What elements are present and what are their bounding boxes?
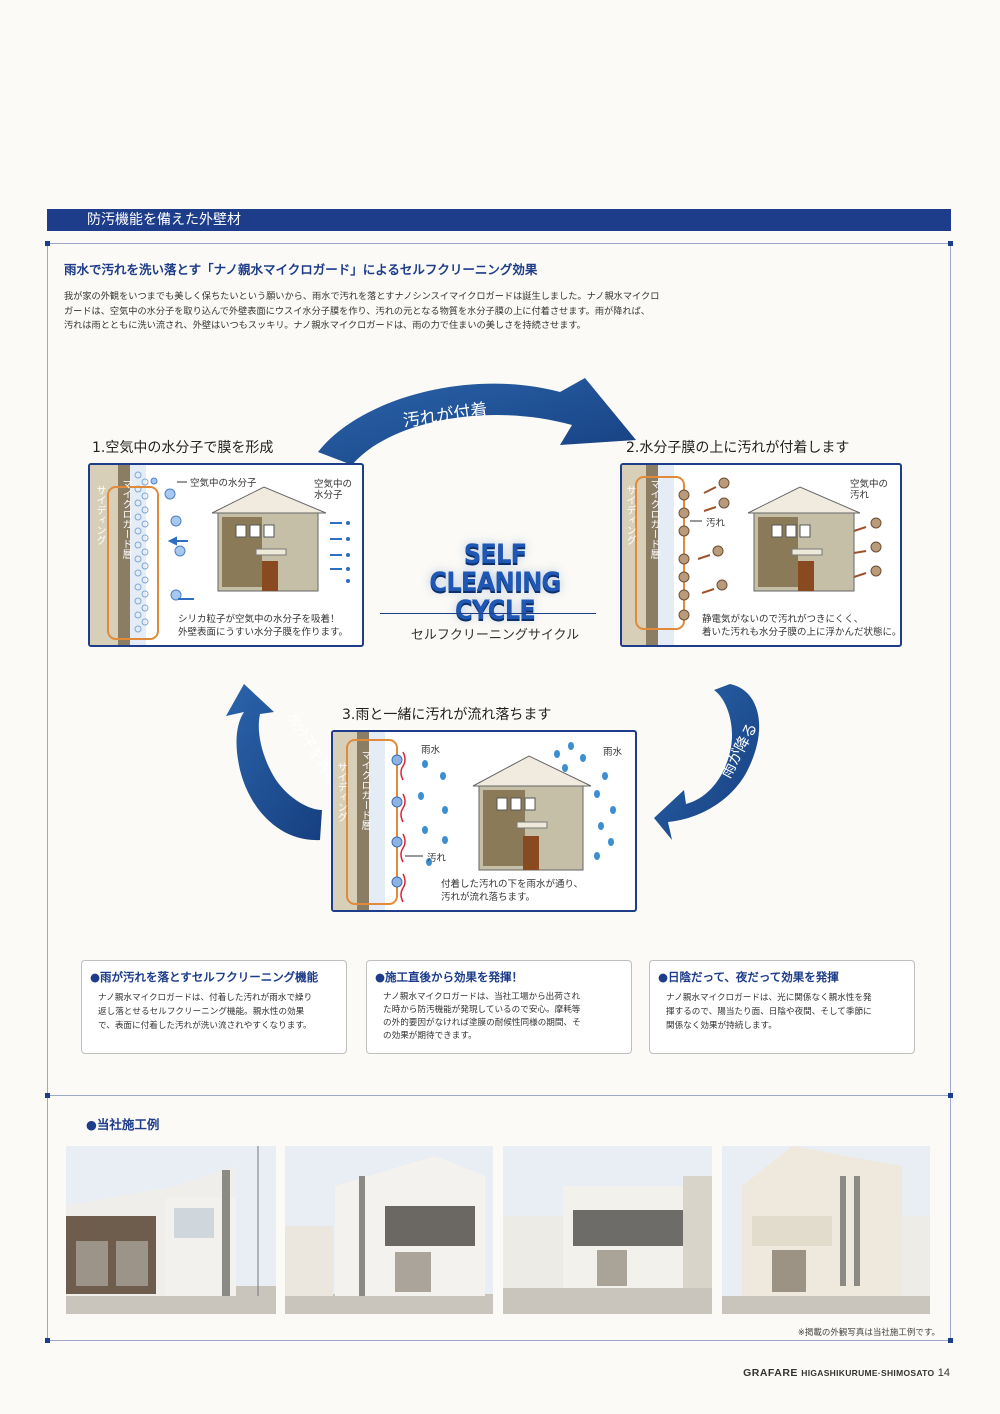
self-cleaning-title-line1: SELF CLEANING xyxy=(429,539,561,598)
step-3-callout-right: 雨水 xyxy=(603,747,623,758)
step-2-illustration xyxy=(622,465,882,645)
frame-corner xyxy=(948,241,953,246)
step-3-illustration xyxy=(333,732,616,910)
feature-3-line: 関係なく効果が持続します。 xyxy=(666,1021,777,1031)
feature-box-1: ●雨が汚れを落とすセルフクリーニング機能 ナノ親水マイクロガードは、付着した汚れ… xyxy=(81,960,347,1054)
feature-1-line: 返し落とせるセルフクリーニング機能。親水性の効果 xyxy=(98,1007,305,1017)
page-number: 14 xyxy=(937,1367,950,1379)
feature-3-title: ●日陰だって、夜だって効果を発揮 xyxy=(658,970,839,984)
frame-corner xyxy=(948,1093,953,1098)
step-1-panel: サイディング マイクロガード層 空気中の水分子 空気中の 水分子 シリカ粒子が空… xyxy=(88,463,364,647)
step-3-siding-label: サイディング xyxy=(335,762,346,822)
frame-corner xyxy=(948,1338,953,1343)
footer-location: HIGASHIKURUME·SHIMOSATO xyxy=(801,1368,935,1378)
step-1-note-line: シリカ粒子が空気中の水分子を吸着！ xyxy=(178,614,340,625)
feature-3-line: 揮するので、陽当たり面、日陰や夜間、そして季節に xyxy=(666,1007,872,1017)
step-2-layer-label: マイクロガード層 xyxy=(648,479,659,559)
section-title-bar: 防汚機能を備えた外壁材 xyxy=(47,209,951,231)
step-2-title: 2.水分子膜の上に汚れが付着します xyxy=(626,440,850,456)
feature-1-line: ナノ親水マイクロガードは、付着した汚れが雨水で繰り xyxy=(98,993,313,1003)
feature-3-line: ナノ親水マイクロガードは、光に関係なく親水性を発 xyxy=(666,993,872,1003)
feature-2-line: ナノ親水マイクロガードは、当社工場から出荷され xyxy=(383,992,581,1002)
step-1-title: 1.空気中の水分子で膜を形成 xyxy=(92,440,274,456)
example-photo-1 xyxy=(66,1146,276,1314)
feature-2-line: た時から防汚機能が発現しているので安心。摩耗等 xyxy=(383,1005,581,1015)
step-1-layer-label: マイクロガード層 xyxy=(120,479,131,559)
step-1-callout-right-line: 水分子 xyxy=(314,490,343,501)
step-1-note: シリカ粒子が空気中の水分子を吸着！ 外壁表面にうすい水分子膜を作ります。 xyxy=(178,613,348,639)
step-1-note-line: 外壁表面にうすい水分子膜を作ります。 xyxy=(178,627,349,638)
arrow-right xyxy=(654,684,760,840)
example-photo-4 xyxy=(722,1146,930,1314)
self-cleaning-subtitle: セルフクリーニングサイクル xyxy=(410,628,580,643)
feature-1-title: ●雨が汚れを落とすセルフクリーニング機能 xyxy=(90,970,319,984)
feature-1-line: で、表面に付着した汚れが洗い流されやすくなります。 xyxy=(98,1021,312,1031)
footer: GRAFARE HIGASHIKURUME·SHIMOSATO 14 xyxy=(743,1367,950,1379)
feature-2-title: ●施工直後から効果を発揮！ xyxy=(375,970,524,984)
intro-line: 我が家の外観をいつまでも美しく保ちたいという願いから、雨水で汚れを落とすナノシン… xyxy=(64,291,660,302)
example-photo-3 xyxy=(503,1146,712,1314)
step-3-callout-dirt: 汚れ xyxy=(427,853,447,864)
examples-title: ●当社施工例 xyxy=(86,1117,160,1132)
frame-left-line-2 xyxy=(47,1095,48,1341)
feature-2-text: ナノ親水マイクロガードは、当社工場から出荷され た時から防汚機能が発現しているの… xyxy=(375,991,623,1043)
frame-corner xyxy=(45,1093,50,1098)
frame-top-line xyxy=(47,243,951,244)
step-2-callout-left: 汚れ xyxy=(706,518,726,529)
feature-box-2: ●施工直後から効果を発揮！ ナノ親水マイクロガードは、当社工場から出荷され た時… xyxy=(366,960,632,1054)
feature-3-text: ナノ親水マイクロガードは、光に関係なく親水性を発 揮するので、陽当たり面、日陰や… xyxy=(658,991,906,1033)
intro-line: ガードは、空気中の水分子を取り込んで外壁表面にウスイ水分子膜を作り、汚れの元とな… xyxy=(64,305,650,317)
step-1-callout-right-line: 空気中の xyxy=(314,479,353,490)
self-cleaning-title-line2: CYCLE xyxy=(455,595,536,626)
self-cleaning-title: SELF CLEANING CYCLE xyxy=(399,541,592,625)
intro-line: 汚れは雨とともに洗い流され、外壁はいつもスッキリ。ナノ親水マイクロガードは、雨の… xyxy=(64,320,586,331)
step-1-callout-right: 空気中の 水分子 xyxy=(314,479,352,501)
step-3-layer-label: マイクロガード層 xyxy=(359,750,370,830)
step-1-illustration xyxy=(90,465,350,645)
frame-bottom-line xyxy=(47,1340,951,1341)
subtitle: 雨水で汚れを洗い落とす「ナノ親水マイクロガード」によるセルフクリーニング効果 xyxy=(64,262,538,277)
step-2-note-line: 静電気がないので汚れがつきにくく、 xyxy=(702,614,864,625)
step-2-note-line: 着いた汚れも水分子膜の上に浮かんだ状態に。 xyxy=(702,627,902,638)
step-3-note: 付着した汚れの下を雨水が通り、 汚れが流れ落ちます。 xyxy=(441,878,583,904)
step-3-title: 3.雨と一緒に汚れが流れ落ちます xyxy=(342,707,552,723)
step-2-callout-right-line: 空気中の xyxy=(850,479,889,490)
frame-right-line xyxy=(950,243,951,1095)
feature-1-text: ナノ親水マイクロガードは、付着した汚れが雨水で繰り 返し落とせるセルフクリーニン… xyxy=(90,991,338,1033)
footer-brand: GRAFARE xyxy=(743,1367,798,1379)
feature-box-3: ●日陰だって、夜だって効果を発揮 ナノ親水マイクロガードは、光に関係なく親水性を… xyxy=(649,960,915,1054)
step-1-callout-left: 空気中の水分子 xyxy=(190,478,257,489)
feature-2-line: の効果が期待できます。 xyxy=(383,1031,477,1041)
step-3-panel: サイディング マイクロガード層 雨水 雨水 汚れ 付着した汚れの下を雨水が通り、… xyxy=(331,730,637,912)
feature-2-line: の外的要因がなければ塗膜の耐候性同様の期間、そ xyxy=(383,1018,581,1028)
frame-corner xyxy=(45,241,50,246)
step-3-note-line: 汚れが流れ落ちます。 xyxy=(441,892,536,903)
arrow-left xyxy=(226,684,322,841)
step-3-callout-left: 雨水 xyxy=(421,745,441,756)
frame-right-line-2 xyxy=(950,1095,951,1341)
center-divider xyxy=(380,613,596,614)
step-2-callout-right-line: 汚れ xyxy=(850,490,870,501)
frame-mid-line xyxy=(47,1095,951,1096)
frame-left-line xyxy=(47,243,48,1095)
step-1-siding-label: サイディング xyxy=(94,485,105,545)
step-2-panel: サイディング マイクロガード層 汚れ 空気中の 汚れ 静電気がないので汚れがつき… xyxy=(620,463,902,647)
step-2-siding-label: サイディング xyxy=(624,485,635,545)
frame-corner xyxy=(45,1338,50,1343)
example-photo-2 xyxy=(285,1146,493,1314)
photo-note: ※掲載の外観写真は当社施工例です。 xyxy=(797,1328,940,1338)
step-3-note-line: 付着した汚れの下を雨水が通り、 xyxy=(441,879,584,890)
section-title: 防汚機能を備えた外壁材 xyxy=(87,212,241,228)
step-2-note: 静電気がないので汚れがつきにくく、 着いた汚れも水分子膜の上に浮かんだ状態に。 xyxy=(702,613,902,639)
arrow-top xyxy=(318,378,636,465)
step-2-callout-right: 空気中の 汚れ xyxy=(850,479,888,501)
intro-text: 我が家の外観をいつまでも美しく保ちたいという願いから、雨水で汚れを落とすナノシン… xyxy=(64,290,704,334)
